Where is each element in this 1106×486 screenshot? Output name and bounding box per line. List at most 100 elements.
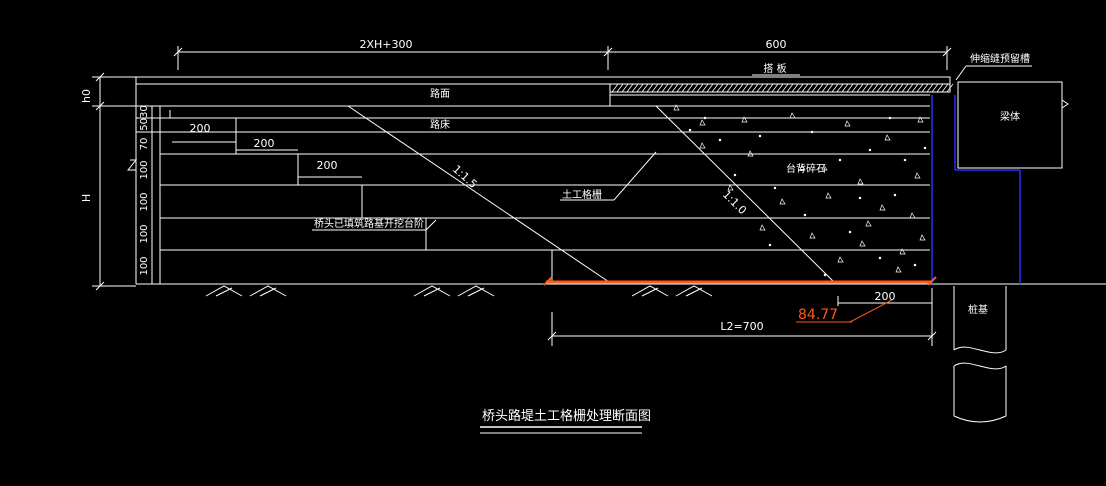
gravel-dot xyxy=(733,173,737,177)
hatch-stroke xyxy=(781,83,789,93)
gravel-triangle xyxy=(865,220,872,227)
hatch-stroke xyxy=(661,83,669,93)
hatch-stroke xyxy=(711,83,719,93)
dim-left-layer: 100 xyxy=(139,160,150,179)
label-approach-slab: 搭 板 xyxy=(763,62,786,75)
backfill-texture xyxy=(673,104,927,277)
ground-mark xyxy=(249,285,287,297)
dim-left-layer: 5030 xyxy=(139,105,150,130)
hatch-stroke xyxy=(721,83,729,93)
gravel-triangle xyxy=(859,240,866,247)
hatch-stroke xyxy=(876,83,884,93)
gravel-dot xyxy=(803,213,807,217)
drawing-title: 桥头路堤土工格栅处理断面图 xyxy=(482,408,651,424)
hatch-stroke xyxy=(686,83,694,93)
hatch-stroke xyxy=(886,83,894,93)
hatch-stroke xyxy=(756,83,764,93)
hatch-stroke xyxy=(856,83,864,93)
hatch-stroke xyxy=(891,83,899,93)
hatch-stroke xyxy=(776,83,784,93)
gravel-dot xyxy=(838,158,842,162)
geogrid-end-tick-left xyxy=(543,276,553,286)
gravel-triangle xyxy=(747,150,754,157)
measurement-value: 84.77 xyxy=(798,307,838,323)
ground-mark xyxy=(457,285,495,297)
hatch-stroke xyxy=(616,83,624,93)
hatch-stroke xyxy=(706,83,714,93)
gravel-dot xyxy=(758,134,762,138)
hatch-stroke xyxy=(841,83,849,93)
hatch-stroke xyxy=(796,83,804,93)
gravel-dot xyxy=(858,196,862,200)
gravel-triangle xyxy=(895,266,902,273)
label-base: 路床 xyxy=(430,118,450,131)
pile xyxy=(953,286,1007,423)
hatch-stroke xyxy=(896,83,904,93)
measurement-leader xyxy=(849,299,893,323)
gravel-triangle xyxy=(919,234,926,241)
ground-mark-tick xyxy=(467,287,485,297)
gravel-triangle xyxy=(914,172,921,179)
hatch-stroke xyxy=(636,83,644,93)
gravel-triangle xyxy=(884,134,891,141)
hatch-stroke xyxy=(821,83,829,93)
gravel-triangle xyxy=(857,178,864,185)
dim-left-H: H xyxy=(80,194,93,202)
expansion-joint-leader xyxy=(955,65,967,81)
dim-top-left: 2XH+300 xyxy=(359,38,412,51)
gravel-triangle xyxy=(809,232,816,239)
hatch-stroke xyxy=(726,83,734,93)
existing-step-leader xyxy=(312,219,437,231)
hatch-stroke xyxy=(881,83,889,93)
gravel-dot xyxy=(718,138,722,142)
gravel-dot xyxy=(848,230,852,234)
hatch-stroke xyxy=(766,83,774,93)
geogrid-leader xyxy=(560,151,657,201)
dim-step3: 200 xyxy=(317,159,338,172)
hatch-stroke xyxy=(946,83,954,93)
hatch-stroke xyxy=(651,83,659,93)
gravel-triangle xyxy=(699,119,706,126)
dim-bottom-right: 200 xyxy=(875,290,896,303)
ground-mark-tick xyxy=(641,287,659,297)
ground-mark xyxy=(675,285,713,297)
gravel-dot xyxy=(868,148,872,152)
stepped-excavation xyxy=(169,110,553,284)
gravel-triangle xyxy=(917,116,924,123)
hatch-stroke xyxy=(941,83,949,93)
hatch-stroke xyxy=(656,83,664,93)
ground-mark-tick xyxy=(423,287,441,297)
hatch-stroke xyxy=(716,83,724,93)
ground-mark xyxy=(631,285,669,297)
hatch-stroke xyxy=(901,83,909,93)
ground-mark xyxy=(413,285,451,297)
dim-left-h0: h0 xyxy=(80,89,93,103)
gravel-triangle xyxy=(821,164,828,171)
hatch-stroke xyxy=(696,83,704,93)
label-backfill: 台背碎石 xyxy=(786,162,826,175)
ground-mark-tick xyxy=(215,287,233,297)
gravel-dot xyxy=(893,193,897,197)
layer-lines xyxy=(135,76,1106,285)
gravel-triangle xyxy=(844,120,851,127)
hatch-stroke xyxy=(831,83,839,93)
dim-left-layer: 100 xyxy=(139,224,150,243)
gravel-triangle xyxy=(837,256,844,263)
gravel-triangle xyxy=(899,248,906,255)
gravel-triangle xyxy=(741,116,748,123)
hatch-stroke xyxy=(851,83,859,93)
bottom-dimensions xyxy=(547,288,937,346)
hatch-stroke xyxy=(791,83,799,93)
hatch-stroke xyxy=(731,83,739,93)
hatch-stroke xyxy=(771,83,779,93)
gravel-triangle xyxy=(799,164,806,171)
dim-step1: 200 xyxy=(190,122,211,135)
hatch-stroke xyxy=(676,83,684,93)
gravel-dot xyxy=(773,186,777,190)
hatch-stroke xyxy=(736,83,744,93)
gravel-dot xyxy=(923,146,927,150)
slope-label-1-1-5: 1:1.5 xyxy=(450,163,480,192)
hatch-stroke xyxy=(701,83,709,93)
left-dimensions xyxy=(92,72,153,291)
